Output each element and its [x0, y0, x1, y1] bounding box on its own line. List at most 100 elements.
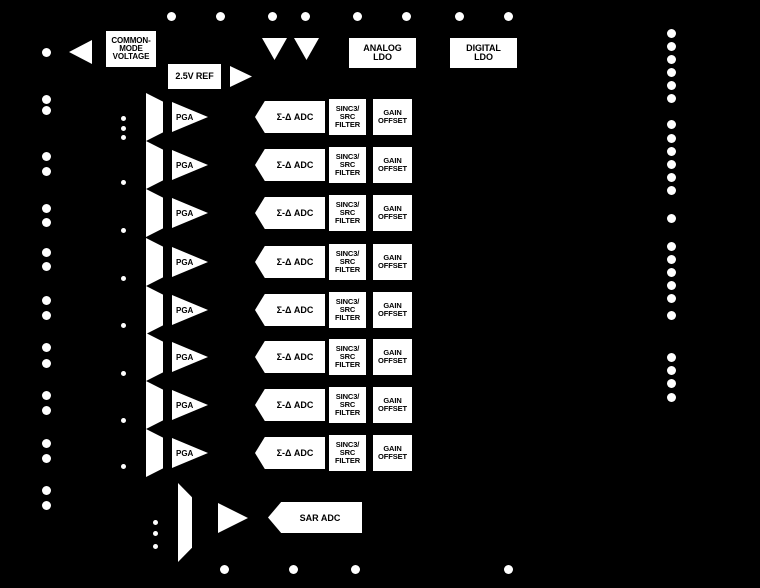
right-pin-4[interactable] — [667, 68, 676, 77]
right-pin-23[interactable] — [667, 393, 676, 402]
ch1-pga[interactable]: PGA — [172, 102, 208, 132]
top-pin-8[interactable] — [504, 12, 513, 21]
ch7-input-mux[interactable] — [146, 381, 163, 429]
ch7-sigma-delta-adc[interactable]: Σ-Δ ADC — [255, 389, 325, 421]
ch5-gain-offset[interactable]: GAIN OFFSET — [373, 292, 412, 328]
ch4-gain-offset[interactable]: GAIN OFFSET — [373, 244, 412, 280]
right-pin-5[interactable] — [667, 81, 676, 90]
ch4-pga[interactable]: PGA — [172, 247, 208, 277]
right-pin-2[interactable] — [667, 42, 676, 51]
sar-adc-block[interactable]: SAR ADC — [268, 502, 362, 533]
ch1-sinc-filter[interactable]: SINC3/ SRC FILTER — [329, 99, 366, 135]
ch6-input-pin-positive[interactable] — [42, 343, 51, 352]
ch5-input-mux[interactable] — [146, 286, 163, 334]
ch8-pga[interactable]: PGA — [172, 438, 208, 468]
ch1-input-pin-negative[interactable] — [42, 106, 51, 115]
right-pin-14[interactable] — [667, 242, 676, 251]
ch3-pga[interactable]: PGA — [172, 198, 208, 228]
ch8-gain-offset[interactable]: GAIN OFFSET — [373, 435, 412, 471]
ch2-input-pin-negative[interactable] — [42, 167, 51, 176]
right-pin-7[interactable] — [667, 120, 676, 129]
right-pin-19[interactable] — [667, 311, 676, 320]
ch7-pga[interactable]: PGA — [172, 390, 208, 420]
ch2-sigma-delta-adc[interactable]: Σ-Δ ADC — [255, 149, 325, 181]
right-pin-8[interactable] — [667, 134, 676, 143]
sar-input-pin-positive[interactable] — [42, 486, 51, 495]
right-pin-6[interactable] — [667, 94, 676, 103]
ch2-gain-offset[interactable]: GAIN OFFSET — [373, 147, 412, 183]
ch1-sigma-delta-adc[interactable]: Σ-Δ ADC — [255, 101, 325, 133]
ch6-input-pin-negative[interactable] — [42, 359, 51, 368]
sar-input-pin-negative[interactable] — [42, 501, 51, 510]
ch8-input-pin-negative[interactable] — [42, 454, 51, 463]
ch3-input-pin-positive[interactable] — [42, 204, 51, 213]
ch4-sigma-delta-adc[interactable]: Σ-Δ ADC — [255, 246, 325, 278]
right-pin-10[interactable] — [667, 160, 676, 169]
right-pin-11[interactable] — [667, 173, 676, 182]
ch1-input-pin-positive[interactable] — [42, 95, 51, 104]
ch3-sinc-filter[interactable]: SINC3/ SRC FILTER — [329, 195, 366, 231]
right-pin-16[interactable] — [667, 268, 676, 277]
top-pin-1[interactable] — [167, 12, 176, 21]
ch7-input-pin-negative[interactable] — [42, 406, 51, 415]
ch5-pga[interactable]: PGA — [172, 295, 208, 325]
ch6-pga[interactable]: PGA — [172, 342, 208, 372]
ch4-input-pin-positive[interactable] — [42, 248, 51, 257]
ch6-sinc-filter[interactable]: SINC3/ SRC FILTER — [329, 339, 366, 375]
right-pin-22[interactable] — [667, 379, 676, 388]
ch7-sinc-filter[interactable]: SINC3/ SRC FILTER — [329, 387, 366, 423]
right-pin-9[interactable] — [667, 147, 676, 156]
right-pin-18[interactable] — [667, 294, 676, 303]
right-pin-13[interactable] — [667, 214, 676, 223]
bottom-pin-1[interactable] — [220, 565, 229, 574]
ch3-gain-offset[interactable]: GAIN OFFSET — [373, 195, 412, 231]
ch3-sigma-delta-adc[interactable]: Σ-Δ ADC — [255, 197, 325, 229]
ch3-input-mux[interactable] — [146, 189, 163, 237]
ch1-gain-offset[interactable]: GAIN OFFSET — [373, 99, 412, 135]
ch6-input-mux[interactable] — [146, 333, 163, 381]
ch2-input-pin-positive[interactable] — [42, 152, 51, 161]
ch4-input-pin-negative[interactable] — [42, 262, 51, 271]
bottom-pin-3[interactable] — [351, 565, 360, 574]
top-pin-5[interactable] — [353, 12, 362, 21]
ch3-input-pin-negative[interactable] — [42, 218, 51, 227]
reference-block[interactable]: 2.5V REF — [168, 64, 221, 89]
top-pin-2[interactable] — [216, 12, 225, 21]
ch1-input-mux[interactable] — [146, 93, 163, 141]
digital-ldo-block[interactable]: DIGITAL LDO — [450, 38, 517, 68]
ch2-pga[interactable]: PGA — [172, 150, 208, 180]
ch8-input-pin-positive[interactable] — [42, 439, 51, 448]
analog-ldo-block[interactable]: ANALOG LDO — [349, 38, 416, 68]
right-pin-17[interactable] — [667, 281, 676, 290]
ch6-sigma-delta-adc[interactable]: Σ-Δ ADC — [255, 341, 325, 373]
right-pin-15[interactable] — [667, 255, 676, 264]
bottom-pin-4[interactable] — [504, 565, 513, 574]
ch8-sinc-filter[interactable]: SINC3/ SRC FILTER — [329, 435, 366, 471]
ch8-input-mux[interactable] — [146, 429, 163, 477]
ch4-input-mux[interactable] — [146, 238, 163, 286]
right-pin-21[interactable] — [667, 366, 676, 375]
sar-input-mux[interactable] — [178, 483, 192, 562]
ch5-input-pin-positive[interactable] — [42, 296, 51, 305]
ch7-gain-offset[interactable]: GAIN OFFSET — [373, 387, 412, 423]
right-pin-20[interactable] — [667, 353, 676, 362]
right-pin-1[interactable] — [667, 29, 676, 38]
right-pin-3[interactable] — [667, 55, 676, 64]
common-mode-output-pin[interactable] — [42, 48, 51, 57]
ch2-sinc-filter[interactable]: SINC3/ SRC FILTER — [329, 147, 366, 183]
top-pin-7[interactable] — [455, 12, 464, 21]
ch5-sinc-filter[interactable]: SINC3/ SRC FILTER — [329, 292, 366, 328]
ch4-sinc-filter[interactable]: SINC3/ SRC FILTER — [329, 244, 366, 280]
top-pin-6[interactable] — [402, 12, 411, 21]
ch5-sigma-delta-adc[interactable]: Σ-Δ ADC — [255, 294, 325, 326]
ch6-gain-offset[interactable]: GAIN OFFSET — [373, 339, 412, 375]
bottom-pin-2[interactable] — [289, 565, 298, 574]
ch5-input-pin-negative[interactable] — [42, 311, 51, 320]
right-pin-12[interactable] — [667, 186, 676, 195]
ch2-input-mux[interactable] — [146, 141, 163, 189]
top-pin-3[interactable] — [268, 12, 277, 21]
common-mode-voltage-block[interactable]: COMMON- MODE VOLTAGE — [106, 31, 156, 67]
top-pin-4[interactable] — [301, 12, 310, 21]
ch7-input-pin-positive[interactable] — [42, 391, 51, 400]
ch8-sigma-delta-adc[interactable]: Σ-Δ ADC — [255, 437, 325, 469]
